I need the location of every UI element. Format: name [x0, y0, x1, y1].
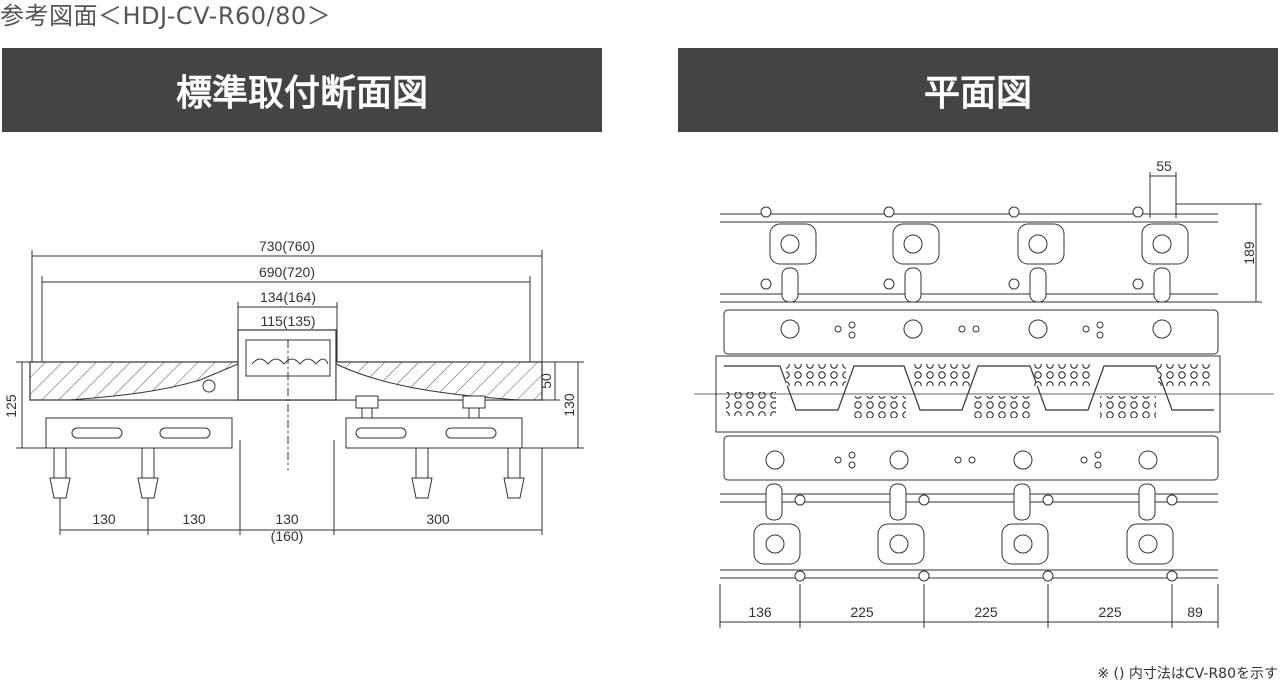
grating-zigzag [724, 365, 1214, 411]
dim-top-width: 55 [1149, 158, 1177, 218]
holes-bottom-4 [1100, 396, 1156, 418]
dim-label-top-width: 55 [1156, 158, 1172, 174]
holes-top-2 [910, 364, 970, 386]
plan-view-header: 平面図 [678, 48, 1278, 132]
dim-label-seg-4: 225 [1098, 604, 1122, 620]
dim-label-overall-width: 730(760) [259, 238, 315, 254]
dim-label-cover-width: 134(164) [260, 289, 316, 305]
dim-label-pitch-1: 130 [92, 511, 116, 527]
top-bracket-1 [760, 206, 817, 303]
dim-label-height-total: 125 [3, 394, 19, 418]
dim-label-pitch-4: 300 [426, 511, 450, 527]
dim-label-side-height: 189 [1241, 241, 1257, 265]
bottom-bracket-1 [753, 483, 806, 582]
holes-bottom-1 [726, 392, 776, 416]
dim-height-130: 130 [522, 361, 584, 449]
dim-label-pitch-2: 130 [182, 511, 206, 527]
dim-label-inner-width: 690(720) [259, 264, 315, 280]
dim-label-seg-3: 225 [974, 604, 998, 620]
left-pivot-pin [202, 379, 216, 393]
holes-top-1 [786, 364, 846, 386]
plan-view-title: 平面図 [923, 73, 1032, 114]
section-view-title: 標準取付断面図 [175, 73, 428, 114]
dim-label-seg-5: 89 [1187, 604, 1203, 620]
dim-label-pitch-3-alt: (160) [271, 528, 304, 544]
section-view-header: 標準取付断面図 [2, 48, 602, 132]
anchor-leg-3 [411, 447, 433, 499]
dim-segment-row: 136 225 225 225 89 [719, 584, 1219, 628]
dim-label-slot-width: 115(135) [260, 313, 315, 329]
dim-inner-width: 690(720) [41, 264, 531, 362]
dim-slot-width: 115(135) [246, 313, 330, 331]
dim-label-seg-1: 136 [748, 604, 772, 620]
holes-top-4 [1158, 364, 1214, 386]
bottom-bracket-2 [877, 483, 930, 582]
dim-label-seg-2: 225 [850, 604, 874, 620]
dim-label-height-right: 130 [561, 393, 577, 417]
anchor-leg-2 [137, 447, 159, 499]
anchor-leg-1 [49, 447, 71, 499]
footnote: ※ () 内寸法はCV-R80を示す [1097, 666, 1278, 682]
top-bracket-2 [883, 206, 940, 303]
grating-teeth [251, 358, 329, 365]
holes-top-3 [1034, 364, 1094, 386]
left-frame-body [69, 363, 239, 401]
section-drawing: 730(760) 690(720) 134(164) 115(135) [3, 238, 584, 544]
holes-bottom-2 [850, 396, 906, 418]
dim-label-pitch-3: 130 [275, 511, 299, 527]
anchor-leg-4 [503, 447, 525, 499]
page-title: 参考図面＜HDJ-CV-R60/80＞ [0, 2, 332, 30]
bottom-bracket-3 [1001, 483, 1054, 582]
top-bracket-3 [1008, 206, 1065, 303]
bottom-bracket-4 [1126, 483, 1178, 582]
plan-drawing: 55 189 136 225 225 225 89 [694, 158, 1274, 628]
dim-height-125: 125 [3, 361, 46, 449]
dim-overall-width: 730(760) [31, 238, 543, 362]
dim-label-depth: 50 [538, 373, 554, 389]
dim-pitch-row: 130 130 130 (160) 300 [59, 440, 543, 544]
upper-frame-band [723, 309, 1219, 355]
dim-depth-50: 50 [538, 361, 560, 401]
dim-side-height: 189 [1176, 203, 1262, 303]
top-bracket-4 [1132, 206, 1189, 303]
holes-bottom-3 [974, 396, 1030, 418]
right-frame-body [335, 363, 521, 401]
